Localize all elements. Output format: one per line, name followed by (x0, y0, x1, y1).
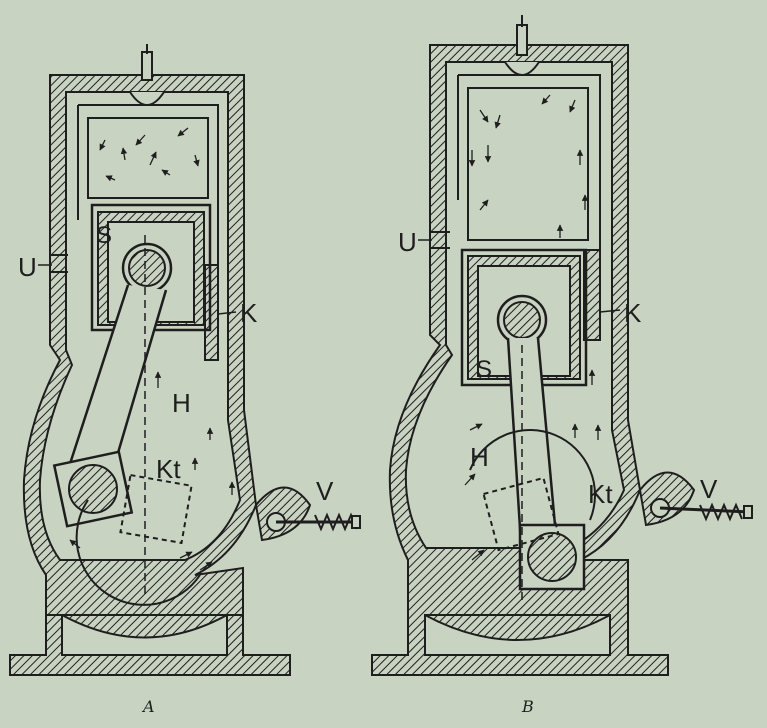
label-kt-a: Kt (156, 454, 181, 484)
caption-a: A (141, 697, 155, 716)
labels-a: U S K H Kt V A (18, 222, 334, 716)
combustion-chamber-a (87, 117, 209, 199)
label-v-b: V (700, 474, 718, 504)
label-u-a: U (18, 252, 37, 282)
label-s-a: S (96, 222, 112, 249)
label-kt-b: Kt (588, 479, 613, 509)
figure-b (371, 15, 753, 676)
label-v-a: V (316, 476, 334, 506)
valve-b (638, 471, 753, 527)
combustion-chamber-b (467, 87, 589, 241)
label-k-b: K (624, 298, 642, 328)
spark-plug-a (129, 44, 165, 106)
base-arch-a (61, 614, 228, 639)
port-u-b (430, 231, 450, 249)
label-h-b: H (470, 442, 489, 472)
labels-b: U S K H Kt V B (398, 227, 718, 716)
label-u-b: U (398, 227, 417, 257)
label-k-a: K (240, 298, 258, 328)
passage-k-a (204, 264, 219, 361)
base-arch-b (424, 614, 611, 641)
crank-circle-b (469, 429, 596, 521)
label-h-a: H (172, 388, 191, 418)
flow-arrows-b (464, 94, 602, 561)
valve-a (254, 486, 361, 542)
crank-circle-a (75, 499, 201, 606)
caption-b: B (521, 697, 534, 716)
figure-a (9, 44, 361, 676)
port-u-a (50, 254, 68, 273)
passage-k-b (583, 249, 601, 341)
flow-arrows-a (69, 127, 236, 571)
label-s-b: S (476, 356, 492, 383)
